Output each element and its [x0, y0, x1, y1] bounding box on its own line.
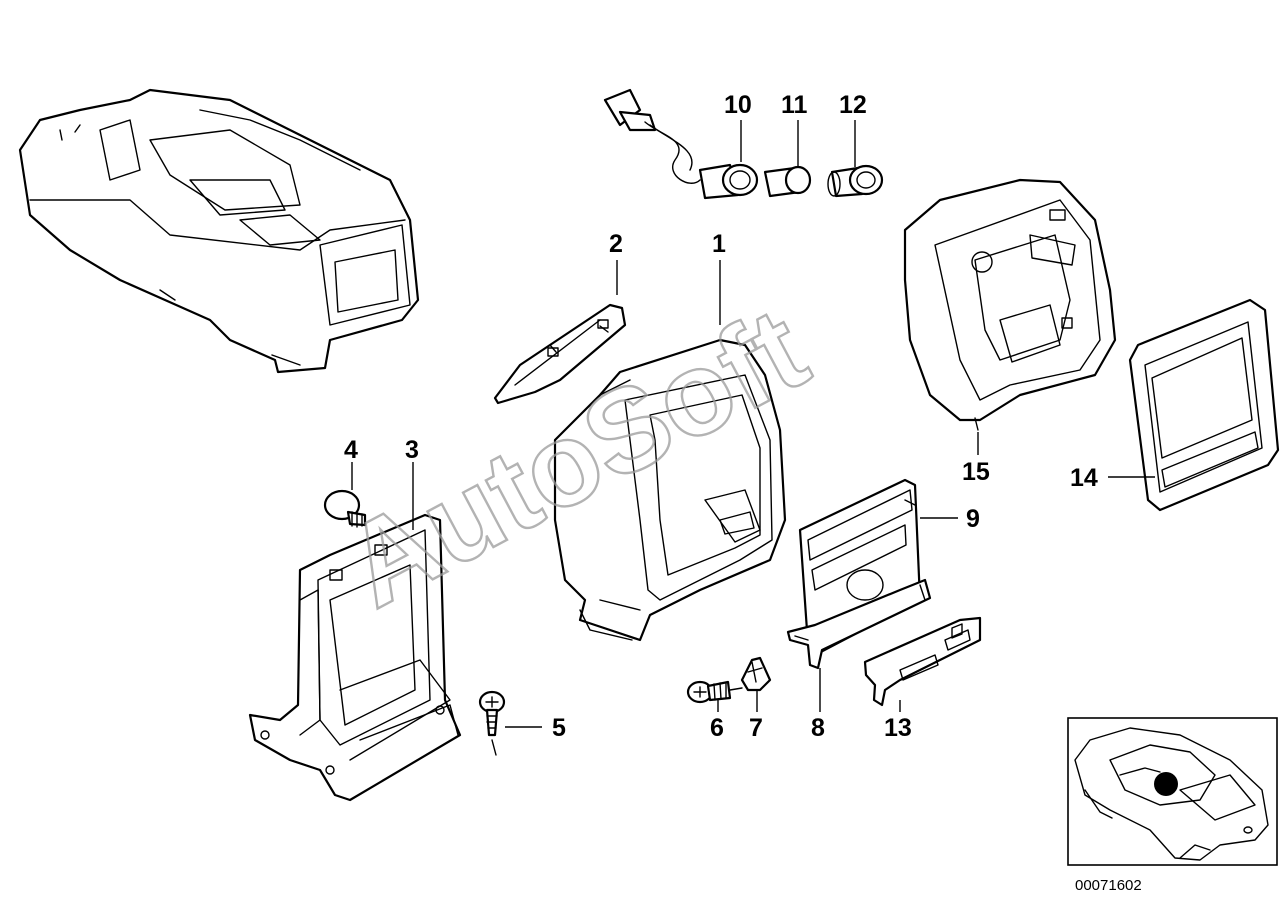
- part-13-switch-bracket: [863, 616, 982, 707]
- diagram-code: 00071602: [1075, 877, 1142, 894]
- callout-6: 6: [710, 714, 724, 742]
- callout-2: 2: [609, 230, 623, 258]
- callout-8: 8: [811, 714, 825, 742]
- part-11-sleeve: [763, 165, 812, 198]
- callout-15: 15: [962, 458, 990, 486]
- callout-5: 5: [552, 714, 566, 742]
- part-2-trim-strip: [493, 303, 627, 405]
- part-6-screw: [686, 680, 743, 704]
- part-3-support-bracket: [248, 513, 462, 802]
- part-4-push-clip: [323, 489, 367, 528]
- center-console: [18, 88, 420, 374]
- callout-4: 4: [344, 436, 358, 464]
- vehicle-locator-inset: [1067, 717, 1278, 866]
- callout-14: 14: [1070, 464, 1098, 492]
- callout-9: 9: [966, 505, 980, 533]
- part-5-screw: [478, 690, 506, 756]
- part-12-lighter-element: [827, 164, 884, 198]
- location-marker: [1154, 772, 1178, 796]
- part-14-trim-frame: [1128, 298, 1280, 512]
- callout-13: 13: [884, 714, 912, 742]
- callout-12: 12: [839, 91, 867, 119]
- part-15-upper-housing: [903, 178, 1117, 431]
- part-10-lighter-socket: [603, 88, 759, 200]
- car-silhouette-icon: [1074, 727, 1269, 861]
- leader-lines: [351, 120, 1155, 728]
- part-7-speed-nut: [740, 656, 772, 692]
- part-8-lower-bracket: [786, 578, 932, 670]
- callout-1: 1: [712, 230, 726, 258]
- part-1-rear-console-housing: [553, 338, 787, 642]
- callout-labels: 1 2 3 4 5 6 7 8 13 9 10 11 12 14 15: [344, 91, 1098, 742]
- callout-3: 3: [405, 436, 419, 464]
- callout-10: 10: [724, 91, 752, 119]
- callout-7: 7: [749, 714, 763, 742]
- callout-11: 11: [781, 91, 808, 119]
